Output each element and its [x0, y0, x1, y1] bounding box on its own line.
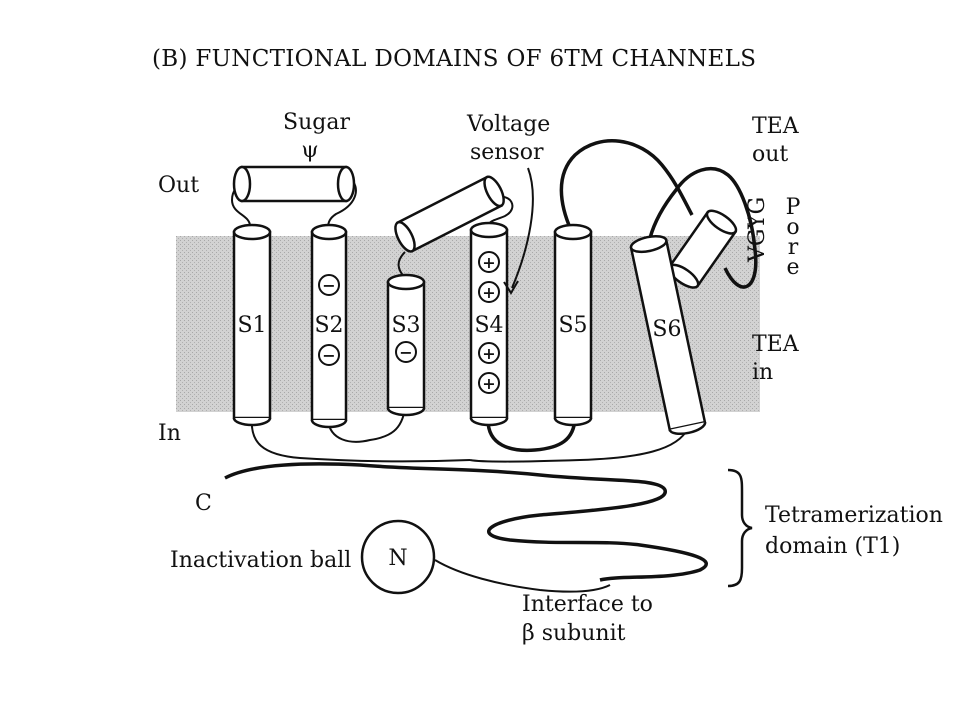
tea-in-label-2: in: [752, 360, 773, 385]
pore-letter: o: [786, 215, 799, 240]
positive-charge-icon: [478, 281, 500, 303]
charge-sign: −: [399, 343, 412, 362]
n-terminal-chain: [434, 559, 611, 593]
tetramerization-label: Tetramerization: [765, 503, 943, 528]
charge-sign: +: [482, 253, 495, 272]
tetramerization-label-2: domain (T1): [765, 534, 900, 559]
segment-label-s5: S5: [558, 313, 587, 338]
in-label: In: [158, 421, 181, 446]
sensor-label: sensor: [470, 140, 544, 165]
positive-charge-icon: [478, 251, 500, 273]
segment-s6: S6: [629, 234, 707, 435]
pore-letter: P: [786, 195, 801, 220]
selectivity-filter-vgyg: VGYG: [745, 197, 770, 263]
segment-s1: S1: [232, 223, 272, 427]
positive-charge-icon: [478, 372, 500, 394]
segment-label-s6: S6: [652, 317, 681, 342]
negative-charge-icon: [318, 274, 340, 296]
thick-loops: [224, 139, 758, 582]
tea-out-label-2: out: [752, 142, 788, 167]
segment-label-s4: S4: [474, 313, 503, 338]
pore-letter: e: [786, 255, 799, 280]
beta-subunit-label: β subunit: [522, 621, 626, 646]
pore-helix: [667, 209, 738, 289]
interface-label: Interface to: [522, 592, 653, 617]
negative-charge-icon: [318, 344, 340, 366]
s3-s4-linker-helix: [394, 175, 505, 253]
positive-charge-icon: [478, 342, 500, 364]
tetramerization-brace: [727, 468, 753, 588]
diagram-title: (B) FUNCTIONAL DOMAINS OF 6TM CHANNELS: [152, 46, 756, 72]
charge-sign: −: [322, 346, 335, 365]
segment-s3: S3 −: [386, 273, 426, 417]
charge-sign: +: [482, 374, 495, 393]
tea-out-label: TEA: [752, 114, 800, 139]
segment-s5: S5: [553, 223, 593, 427]
voltage-label: Voltage: [466, 112, 550, 137]
sugar-label: Sugar: [283, 110, 350, 135]
tea-in-label: TEA: [752, 332, 800, 357]
inactivation-ball-label: Inactivation ball: [170, 548, 351, 573]
segment-s2: S2 − −: [310, 223, 348, 429]
c-terminus-label: C: [195, 491, 212, 516]
glycosylation-psi-icon: ψ: [301, 138, 318, 163]
negative-charge-icon: [395, 341, 417, 363]
charge-sign: +: [482, 344, 495, 363]
s6-cytoplasmic-linker: [469, 427, 689, 463]
charge-sign: +: [482, 283, 495, 302]
sugar-helix: [232, 165, 356, 203]
inactivation-ball: N: [360, 519, 436, 595]
segment-label-s3: S3: [391, 313, 420, 338]
voltage-sensor-arrow: [503, 167, 534, 295]
charge-sign: −: [322, 276, 335, 295]
segment-label-s2: S2: [314, 313, 343, 338]
pore-letter: r: [788, 235, 799, 260]
out-label: Out: [158, 173, 199, 198]
segment-s4: S4 + + + +: [469, 221, 509, 427]
segment-label-s1: S1: [237, 313, 266, 338]
n-terminus-label: N: [388, 546, 407, 571]
thin-loops: [230, 179, 514, 463]
